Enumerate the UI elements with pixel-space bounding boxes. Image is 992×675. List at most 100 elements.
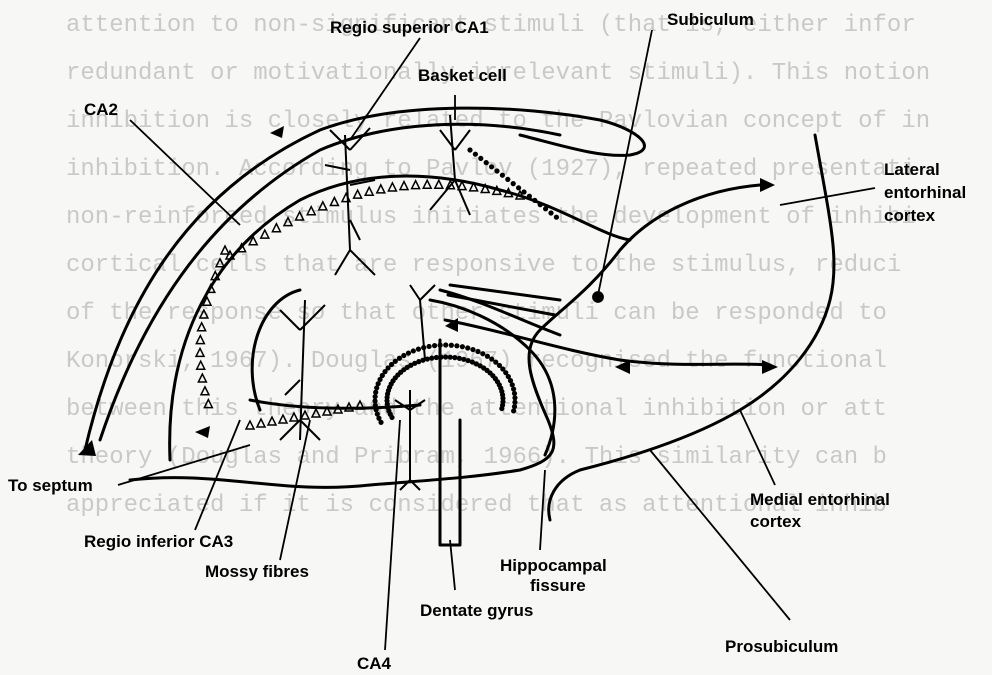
label-hippocampal-fissure-2: fissure <box>530 576 586 595</box>
leader-lines <box>118 30 875 650</box>
pyramidal-cell-mark <box>201 387 209 395</box>
pyramidal-cell-mark <box>301 411 309 419</box>
pyramidal-cell-mark <box>279 415 287 423</box>
label-regio-inferior-ca3: Regio inferior CA3 <box>84 532 233 551</box>
entorhinal-cortex-path <box>549 135 834 520</box>
pyramidal-cell-mark <box>272 224 280 232</box>
granule-cell-dot <box>443 354 448 359</box>
granule-cell-dot <box>432 343 437 348</box>
label-to-septum: To septum <box>8 476 93 495</box>
granule-cell-dot <box>538 202 543 207</box>
pyramidal-cell-mark <box>246 421 254 429</box>
label-basket-cell: Basket cell <box>418 66 507 85</box>
ca3-loop-path <box>252 290 300 410</box>
granule-cell-dot <box>449 343 454 348</box>
granule-cell-dot <box>512 395 517 400</box>
granule-cell-dot <box>475 349 480 354</box>
granule-cell-dot <box>543 206 548 211</box>
stratum-boundary-path <box>170 176 630 460</box>
pyramidal-cell-mark <box>400 182 408 190</box>
fornix-inner-path <box>100 124 560 440</box>
granule-cell-dot <box>429 356 434 361</box>
granule-cell-dot <box>374 385 379 390</box>
granule-cell-dot <box>438 343 443 348</box>
label-hippocampal-fissure-1: Hippocampal <box>500 556 607 575</box>
pyramidal-cell-mark <box>221 246 229 254</box>
label-ca4: CA4 <box>357 654 391 673</box>
pyramidal-cell-mark <box>435 180 443 188</box>
mossy-fibre-path <box>250 400 420 408</box>
leader-regio-superior <box>350 38 420 140</box>
granule-cell-dot <box>452 355 457 360</box>
granule-cell-dot <box>489 164 494 169</box>
granule-cell-dot <box>467 147 472 152</box>
granule-cell-dot <box>512 391 517 396</box>
granule-cell-dot <box>500 173 505 178</box>
pyramidal-cell-mark <box>330 197 338 205</box>
pyramidal-cell-mark <box>377 185 385 193</box>
basket-cell <box>430 115 470 215</box>
label-medial-entorhinal-2: cortex <box>750 512 801 531</box>
arrow-lateral <box>760 178 775 192</box>
arrow-medial <box>762 360 778 374</box>
pyramidal-cell-mark <box>423 180 431 188</box>
leader-fissure <box>540 470 545 550</box>
pyramidal-cell-mark <box>290 413 298 421</box>
pyramidal-cell-mark <box>296 212 304 220</box>
granule-cell-dot <box>473 152 478 157</box>
arrow-fissure <box>615 360 630 374</box>
granule-cell-dot <box>516 185 521 190</box>
granule-cell-dot <box>554 215 559 220</box>
granule-cell-dot <box>373 390 378 395</box>
pyramidal-cell-mark <box>412 181 420 189</box>
granule-cell-dot <box>438 355 443 360</box>
granule-cell-dot <box>389 415 394 420</box>
label-lateral-entorhinal-1: Lateral <box>884 160 940 179</box>
leader-ca2 <box>130 120 240 225</box>
label-regio-superior-ca1: Regio superior CA1 <box>330 18 489 37</box>
label-lateral-entorhinal-2: entorhinal <box>884 183 966 202</box>
granule-cell-dot <box>511 408 516 413</box>
pyramidal-cell-mark <box>257 419 265 427</box>
granule-cell-dot <box>512 404 517 409</box>
granule-cell-dot <box>532 198 537 203</box>
granule-cell-dot <box>484 160 489 165</box>
granule-cell-dot <box>470 347 475 352</box>
leader-ca4 <box>385 420 400 650</box>
granule-cell-dot <box>411 348 416 353</box>
granule-cell-dot <box>521 189 526 194</box>
granule-cell-dot <box>448 355 453 360</box>
pyramidal-cell-mark <box>204 400 212 408</box>
granule-cell-dot <box>505 177 510 182</box>
arrow-fornix-top <box>270 126 284 138</box>
granule-cell-dot <box>478 156 483 161</box>
pyramidal-cell-mark <box>312 409 320 417</box>
granule-cell-dot <box>426 344 431 349</box>
label-subiculum: Subiculum <box>667 10 754 29</box>
granule-cell-dot <box>480 351 485 356</box>
pyramidal-cell-mark <box>198 374 206 382</box>
granule-cell-dot <box>457 356 462 361</box>
pyramidal-cell-mark <box>284 218 292 226</box>
leader-dentate <box>450 540 455 590</box>
granule-cell-dot <box>378 420 383 425</box>
arrow-ca3 <box>195 426 210 438</box>
label-prosubiculum: Prosubiculum <box>725 637 838 656</box>
pyramidal-cell-mark <box>196 336 204 344</box>
subiculum-point <box>593 292 603 302</box>
granule-cell-dot <box>406 350 411 355</box>
pyramidal-cell-mark <box>354 190 362 198</box>
ventral-outline-path <box>130 185 760 487</box>
pyramidal-cell-mark <box>319 202 327 210</box>
pyramidal-cell-mark <box>365 187 373 195</box>
granule-cell-dot <box>373 403 378 408</box>
pyramidal-cell-mark <box>307 207 315 215</box>
pyramidal-cell-mark <box>216 259 224 267</box>
granule-cell-dot <box>548 210 553 215</box>
granule-cell-dot <box>416 347 421 352</box>
pyramidal-cell-mark <box>198 323 206 331</box>
granule-cell-dot <box>443 342 448 347</box>
pyramidal-cell-mark <box>261 230 269 238</box>
label-ca2: CA2 <box>84 100 118 119</box>
